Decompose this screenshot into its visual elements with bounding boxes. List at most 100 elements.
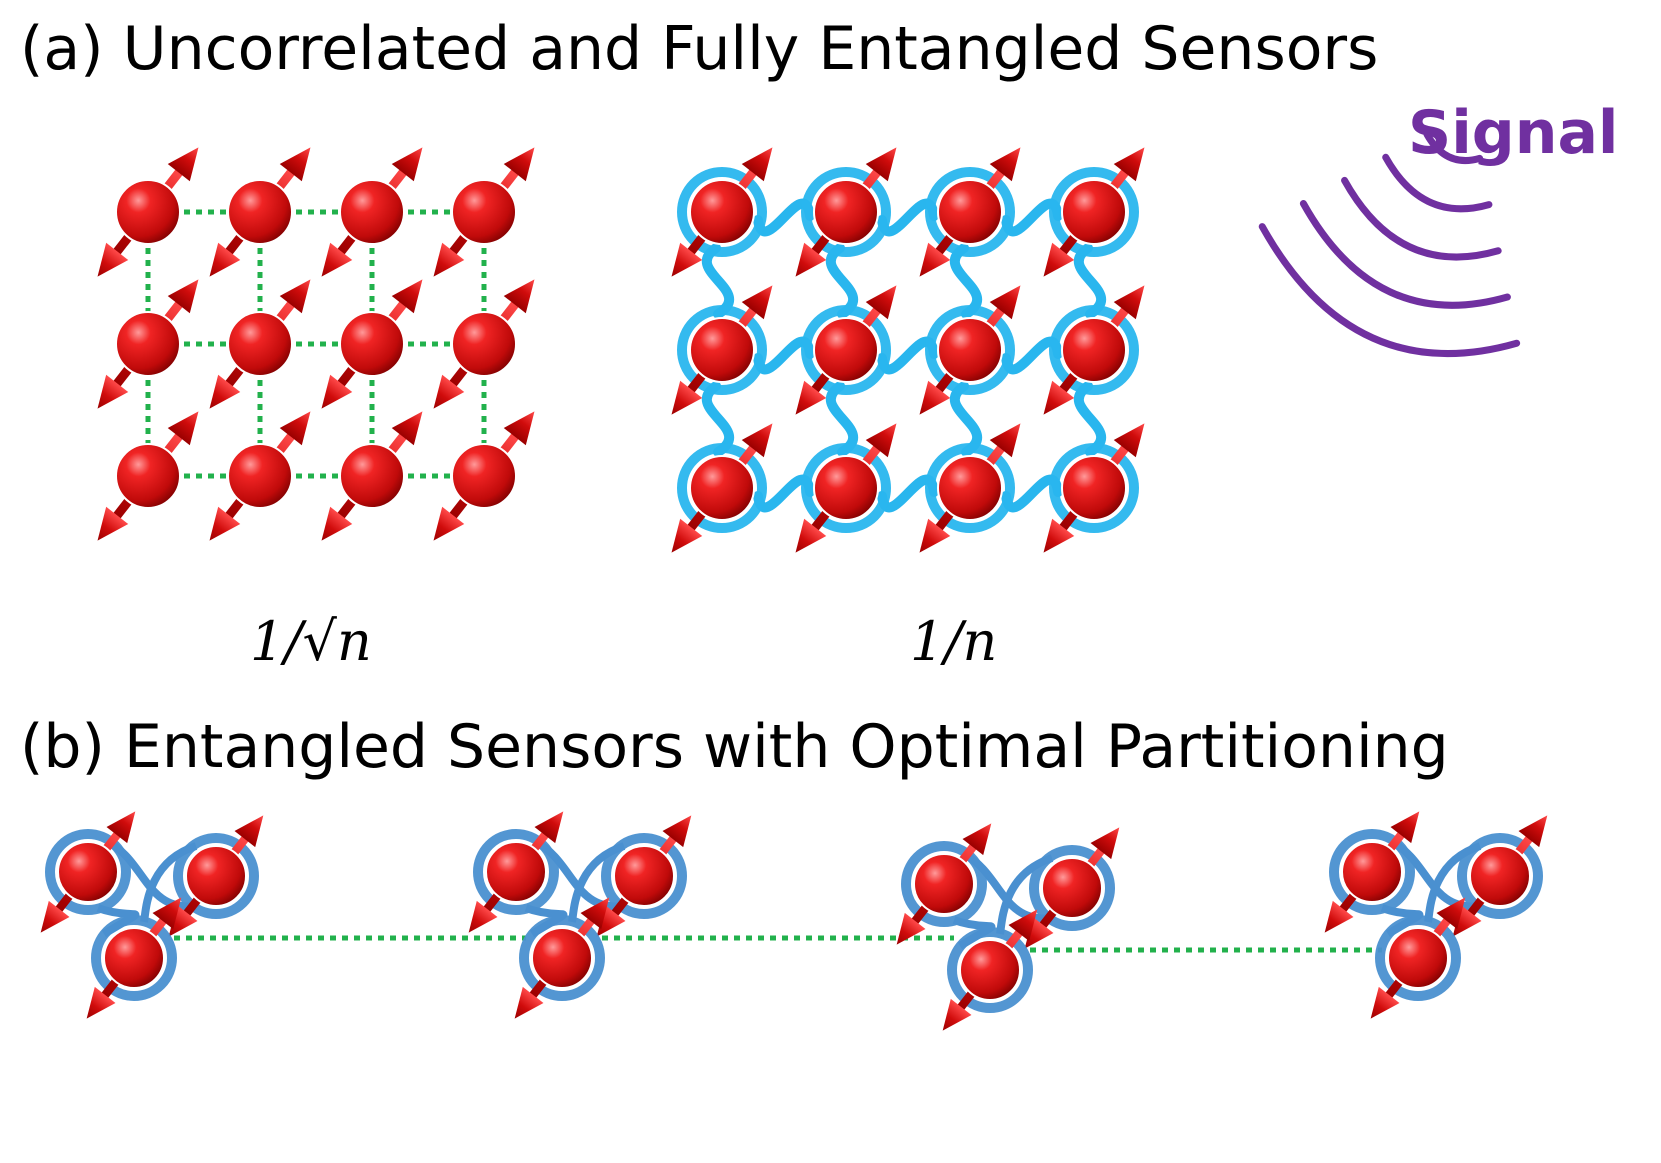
entanglement-link xyxy=(826,243,859,319)
sensor xyxy=(784,138,908,286)
sensor-sphere-icon xyxy=(1061,455,1127,521)
entanglement-ring xyxy=(1049,443,1139,533)
sensor xyxy=(932,901,1048,1039)
sensor-sphere-icon xyxy=(339,311,405,377)
entanglement-ring xyxy=(1457,833,1543,919)
entanglement-ring xyxy=(473,829,559,915)
sensor-sphere-icon xyxy=(339,179,405,245)
entanglement-ring xyxy=(801,443,891,533)
signal-wave-icon xyxy=(1258,130,1521,358)
sensor xyxy=(198,138,322,286)
sensor xyxy=(1314,803,1430,941)
sensor-sphere-icon xyxy=(913,853,975,915)
sensor xyxy=(1442,807,1558,945)
entanglement-ring xyxy=(1049,305,1139,395)
entanglement-ring xyxy=(677,167,767,257)
entanglement-link xyxy=(950,243,983,319)
sensor xyxy=(86,270,210,418)
sensor-sphere-icon xyxy=(485,841,547,903)
sensor-sphere-icon xyxy=(937,455,1003,521)
sensor-sphere-icon xyxy=(451,443,517,509)
sensor xyxy=(198,402,322,550)
sensor-sphere-icon xyxy=(1061,317,1127,383)
panel-a-title: (a) Uncorrelated and Fully Entangled Sen… xyxy=(20,14,1379,84)
sensor xyxy=(1032,276,1156,424)
entanglement-ring xyxy=(947,927,1033,1013)
sensor xyxy=(784,276,908,424)
sensor-sphere-icon xyxy=(689,455,755,521)
sensor-sphere-icon xyxy=(115,179,181,245)
sensor xyxy=(1032,414,1156,562)
entanglement-ring xyxy=(901,841,987,927)
sensor xyxy=(458,803,574,941)
sensor xyxy=(158,807,274,945)
entanglement-ring xyxy=(925,305,1015,395)
sensor xyxy=(1014,819,1130,957)
entanglement-link xyxy=(950,381,983,457)
entanglement-ring xyxy=(519,915,605,1001)
sensor-sphere-icon xyxy=(451,311,517,377)
sensor xyxy=(1032,138,1156,286)
sensor xyxy=(586,807,702,945)
sensor-sphere-icon xyxy=(115,443,181,509)
sensor-sphere-icon xyxy=(813,179,879,245)
entanglement-link xyxy=(826,381,859,457)
entanglement-ring xyxy=(173,833,259,919)
entanglement-ring xyxy=(677,443,767,533)
entanglement-link xyxy=(702,243,735,319)
signal-arc xyxy=(1299,200,1511,309)
sensor xyxy=(422,138,546,286)
entanglement-link xyxy=(1074,381,1107,457)
sensor-sphere-icon xyxy=(1387,927,1449,989)
entanglement-ring xyxy=(91,915,177,1001)
entanglement-ring xyxy=(677,305,767,395)
entanglement-ring xyxy=(925,167,1015,257)
panel-b-links xyxy=(174,935,1382,953)
sensor-sphere-icon xyxy=(937,179,1003,245)
entanglement-ring xyxy=(1329,829,1415,915)
signal-arc xyxy=(1341,176,1502,261)
entanglement-ring xyxy=(45,829,131,915)
entanglement-link xyxy=(1074,243,1107,319)
sensor-sphere-icon xyxy=(1469,845,1531,907)
sensor xyxy=(660,138,784,286)
sensor-sphere-icon xyxy=(227,179,293,245)
sensor-sphere-icon xyxy=(115,311,181,377)
entangled-scaling-label: 1/n xyxy=(910,610,998,673)
sensor-sphere-icon xyxy=(937,317,1003,383)
signal-arc xyxy=(1382,153,1493,213)
sensor-sphere-icon xyxy=(103,927,165,989)
entanglement-ring xyxy=(801,305,891,395)
sensor xyxy=(86,402,210,550)
sensor xyxy=(660,414,784,562)
panel-b-title: (b) Entangled Sensors with Optimal Parti… xyxy=(20,712,1449,782)
sensor-sphere-icon xyxy=(531,927,593,989)
sensor-sphere-icon xyxy=(1061,179,1127,245)
sensor-sphere-icon xyxy=(813,317,879,383)
sensor xyxy=(30,803,146,941)
sensor xyxy=(310,138,434,286)
sensor-sphere-icon xyxy=(339,443,405,509)
sensor xyxy=(1360,889,1476,1027)
signal-arc xyxy=(1423,130,1484,165)
entanglement-ring xyxy=(1029,845,1115,931)
panel-b-entanglement xyxy=(96,838,1482,950)
sensor xyxy=(310,270,434,418)
sensor xyxy=(908,138,1032,286)
sensor xyxy=(908,276,1032,424)
entanglement-ring xyxy=(1049,167,1139,257)
sensor-sphere-icon xyxy=(227,443,293,509)
sensor-sphere-icon xyxy=(227,311,293,377)
sensor-sphere-icon xyxy=(689,317,755,383)
sensor-sphere-icon xyxy=(1341,841,1403,903)
sensor xyxy=(660,276,784,424)
sensor xyxy=(310,402,434,550)
sensor xyxy=(86,138,210,286)
sensor xyxy=(504,889,620,1027)
entanglement-ring xyxy=(925,443,1015,533)
panel-a-links xyxy=(145,209,487,479)
sensor xyxy=(886,815,1002,953)
sensor xyxy=(198,270,322,418)
sensors xyxy=(30,138,1558,1039)
entanglement-ring xyxy=(601,833,687,919)
